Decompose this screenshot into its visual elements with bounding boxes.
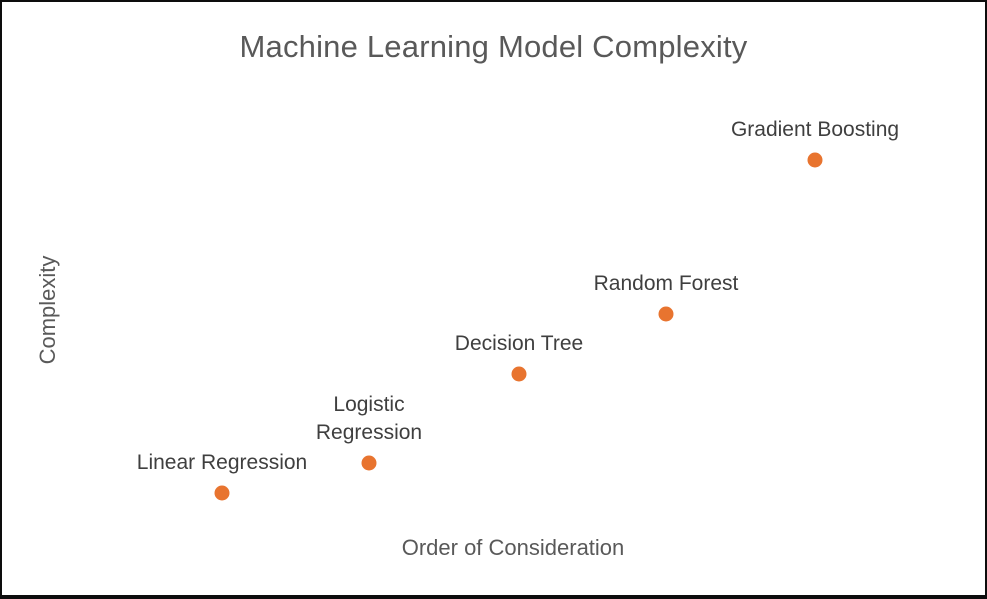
data-point-label: Linear Regression [136, 451, 308, 475]
data-point [511, 366, 527, 382]
data-point-label: Logistic Regression [315, 393, 423, 445]
data-point [658, 306, 674, 322]
chart-title: Machine Learning Model Complexity [239, 29, 748, 64]
data-point-label: Decision Tree [454, 332, 584, 356]
data-point [361, 455, 377, 471]
data-point [807, 152, 823, 168]
x-axis-label: Order of Consideration [401, 535, 625, 560]
data-point-label: Random Forest [593, 272, 739, 296]
data-point-label: Gradient Boosting [730, 118, 900, 142]
data-point [214, 485, 230, 501]
